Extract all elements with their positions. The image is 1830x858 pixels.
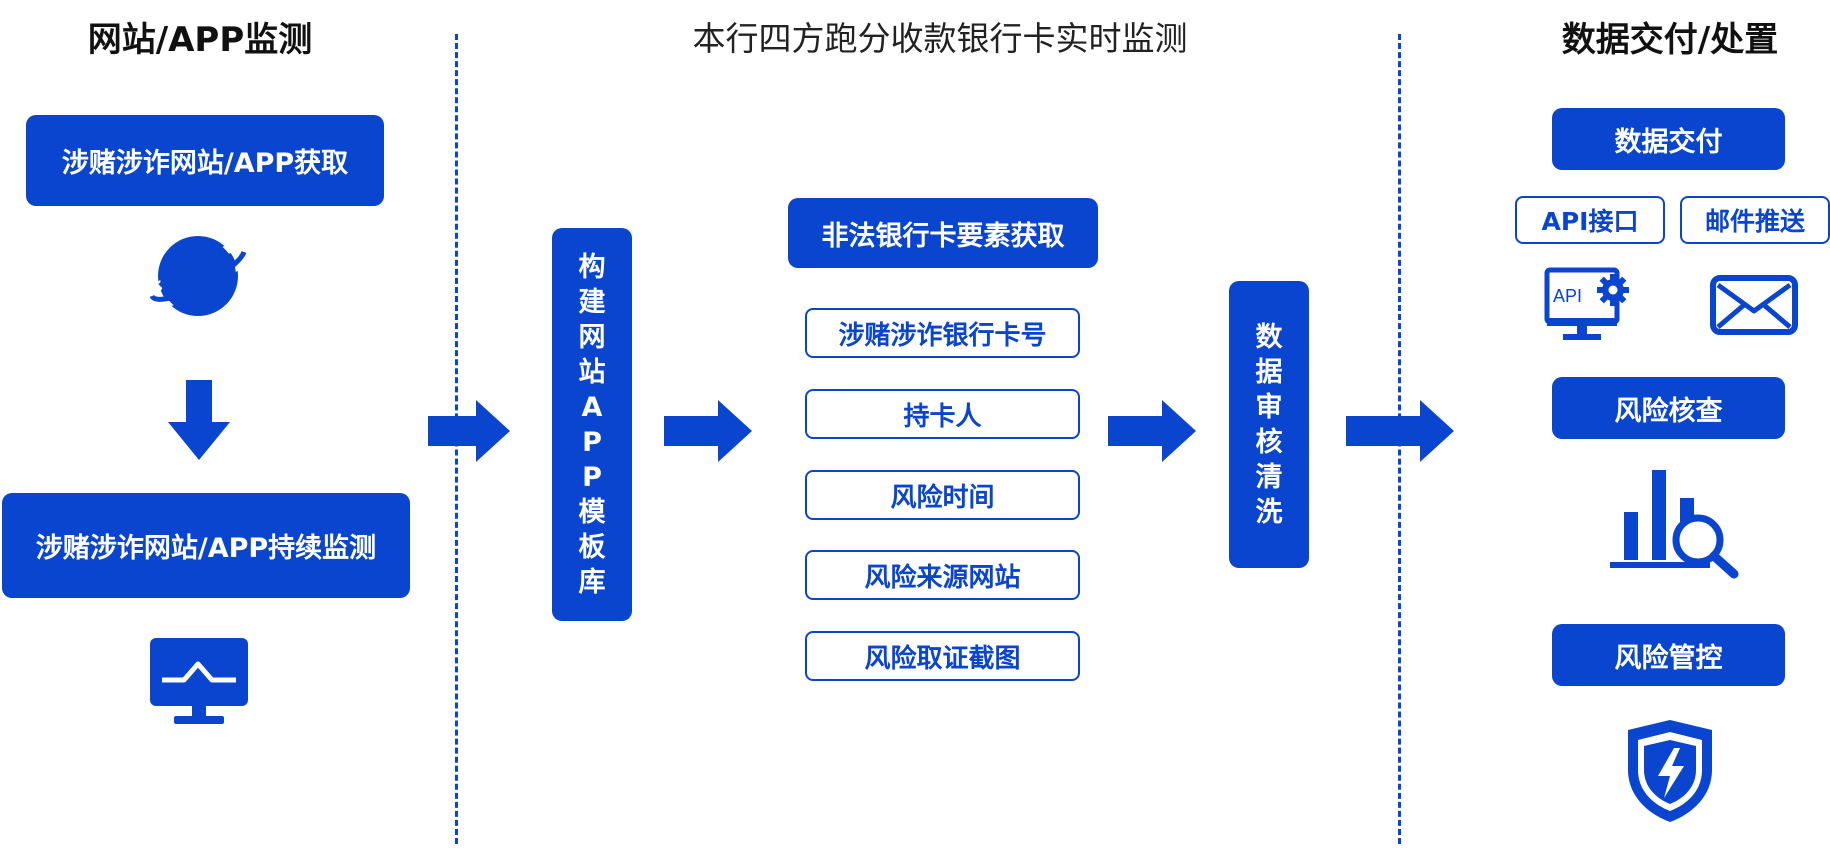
envelope-icon: [1710, 275, 1798, 335]
shield-bolt-icon: [1628, 720, 1712, 822]
middle-column-title: 本行四方跑分收款银行卡实时监测: [692, 19, 1188, 58]
data-review-box: 数 据 审 核 清 洗: [1229, 281, 1309, 568]
arrow-right-icon: [1108, 400, 1196, 462]
chart-magnifier-icon: [1610, 470, 1739, 579]
template-library-char: P: [582, 461, 602, 493]
data-review-char: 审: [1255, 391, 1283, 423]
right-column-title: 数据交付/处置: [1561, 20, 1779, 60]
extract-header: 非法银行卡要素获取: [788, 198, 1098, 268]
arrow-right-icon: [428, 400, 510, 462]
api-interface-box: API接口: [1515, 196, 1665, 244]
planet-icon: [147, 236, 249, 316]
template-library-char: 站: [578, 356, 606, 388]
monitor-icon: [150, 638, 248, 724]
monitor-box: 涉赌涉诈网站/APP持续监测: [2, 493, 410, 598]
extract-item: 风险时间: [805, 470, 1080, 520]
template-library-char: 模: [578, 496, 606, 528]
extract-item: 涉赌涉诈银行卡号: [805, 308, 1080, 358]
left-column-title: 网站/APP监测: [87, 20, 313, 60]
arrow-right-icon: [1346, 400, 1454, 462]
arrow-right-icon: [664, 400, 752, 462]
acquire-box: 涉赌涉诈网站/APP获取: [26, 115, 384, 206]
risk-control-box: 风险管控: [1552, 624, 1785, 686]
risk-check-box: 风险核查: [1552, 377, 1785, 439]
api-monitor-gear-icon: API: [1544, 267, 1629, 340]
template-library-box: 构 建 网 站 A P P 模 板 库: [552, 228, 632, 621]
extract-item: 持卡人: [805, 389, 1080, 439]
template-library-char: 建: [578, 286, 606, 318]
template-library-char: 板: [578, 531, 606, 563]
extract-item: 风险来源网站: [805, 550, 1080, 600]
data-review-char: 核: [1255, 426, 1283, 458]
data-review-char: 洗: [1255, 496, 1283, 528]
template-library-char: 网: [578, 321, 606, 353]
template-library-char: 构: [578, 251, 606, 283]
mail-push-box: 邮件推送: [1680, 196, 1830, 244]
template-library-char: P: [582, 426, 602, 458]
data-delivery-box: 数据交付: [1552, 108, 1785, 170]
arrow-down-icon: [168, 380, 230, 460]
data-review-char: 数: [1255, 321, 1283, 353]
template-library-char: A: [581, 391, 603, 423]
data-review-char: 清: [1255, 461, 1283, 493]
api-icon-label: API: [1553, 286, 1582, 306]
template-library-char: 库: [578, 566, 606, 598]
extract-item: 风险取证截图: [805, 631, 1080, 681]
data-review-char: 据: [1255, 356, 1283, 388]
